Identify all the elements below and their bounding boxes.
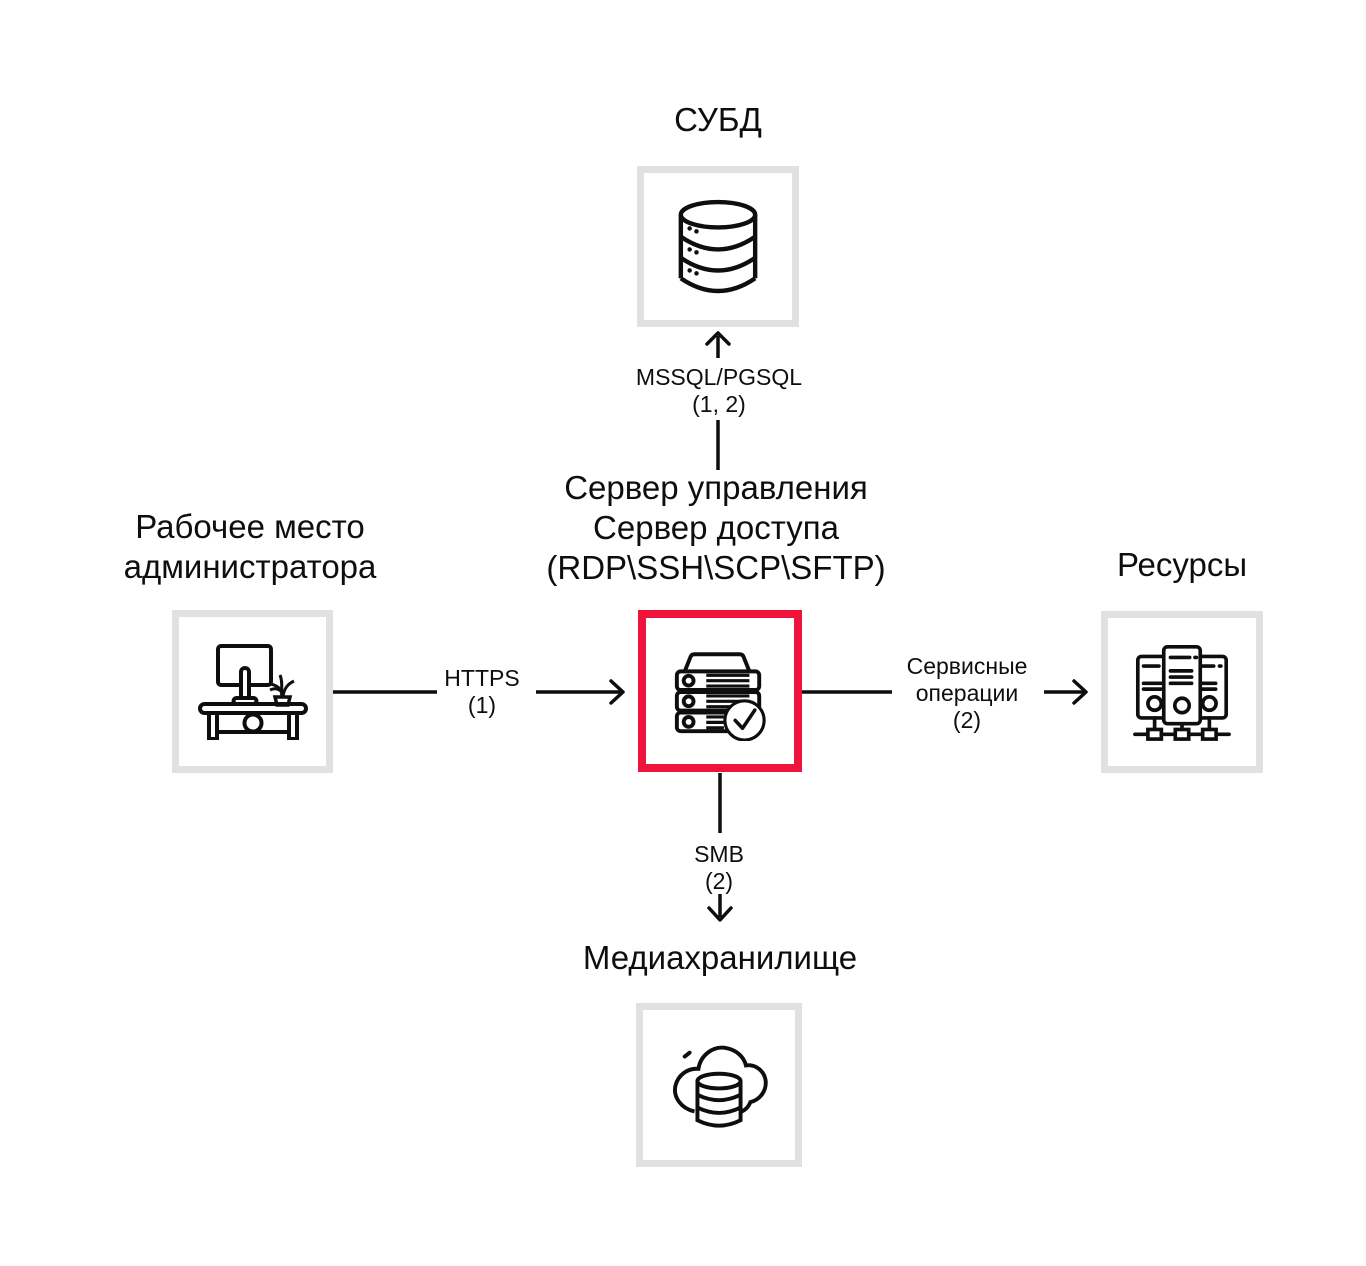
resources-title: Ресурсы — [1116, 546, 1248, 583]
database-icon — [678, 199, 758, 293]
edge-mgmt-to-dbms — [705, 331, 731, 470]
edge-label-mssql: MSSQL/PGSQL (1, 2) — [635, 364, 803, 417]
dbms-node — [637, 166, 799, 327]
admin-workstation-title: Рабочее место администратора — [123, 508, 377, 585]
server-check-icon — [674, 652, 766, 741]
edge-label-smb: SMB (2) — [694, 841, 744, 894]
edge-label-service-operations: Сервисные операции (2) — [906, 653, 1028, 733]
edge-admin-to-mgmt — [333, 679, 625, 705]
servers-rack-icon — [1133, 645, 1231, 741]
media-storage-node — [636, 1003, 802, 1167]
resources-node — [1101, 611, 1263, 773]
dbms-title: СУБД — [674, 101, 762, 138]
admin-workstation-node — [172, 610, 333, 773]
workstation-icon — [197, 643, 308, 740]
cloud-database-icon — [673, 1045, 768, 1128]
management-server-node — [638, 610, 802, 772]
edge-mgmt-to-resources — [802, 679, 1088, 705]
edge-mgmt-to-media — [707, 773, 733, 922]
edge-label-https: HTTPS (1) — [444, 665, 520, 718]
media-storage-title: Медиахранилище — [582, 939, 858, 976]
management-server-title: Сервер управления Сервер доступа (RDP\SS… — [546, 469, 886, 586]
